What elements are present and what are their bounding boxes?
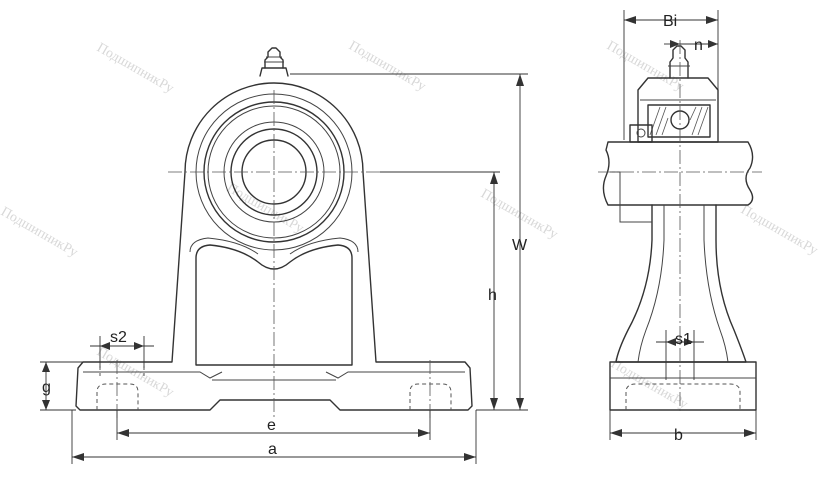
label-s2: s2	[110, 329, 127, 346]
shaft	[602, 141, 754, 206]
watermark-1: ПодшипникРу	[94, 40, 176, 96]
grease-nipple	[259, 47, 289, 77]
watermark-2: ПодшипникРу	[346, 38, 428, 94]
watermark-3: ПодшипникРу	[604, 38, 686, 94]
label-e: e	[267, 417, 276, 434]
watermark-6: ПодшипникРу	[478, 186, 560, 242]
label-a: a	[268, 441, 277, 458]
side-view	[598, 40, 762, 412]
watermark-9: ПодшипникРу	[608, 356, 690, 412]
label-b: b	[674, 427, 683, 444]
label-s1: s1	[675, 331, 692, 348]
housing-outline	[75, 82, 473, 411]
label-n: n	[694, 37, 703, 54]
label-h: h	[488, 287, 497, 304]
watermark-5: ПодшипникРу	[224, 180, 306, 236]
watermarks: ПодшипникРу ПодшипникРу ПодшипникРу Подш…	[0, 38, 820, 412]
watermark-8: ПодшипникРу	[94, 344, 176, 400]
label-Bi: Bi	[663, 13, 677, 30]
dimensions: W h s2 g e a	[40, 10, 757, 464]
label-W: W	[512, 237, 528, 254]
label-g: g	[42, 379, 51, 396]
front-view	[75, 47, 473, 420]
watermark-7: ПодшипникРу	[738, 202, 820, 258]
housing-window	[195, 244, 353, 366]
watermark-4: ПодшипникРу	[0, 204, 80, 260]
